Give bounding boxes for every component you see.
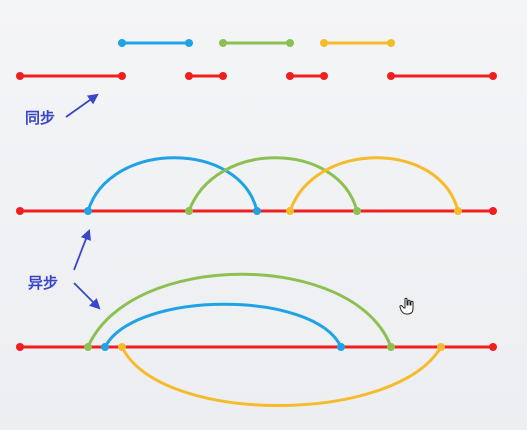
- sync-tasks-row: [118, 39, 395, 47]
- async-label: 异步: [28, 274, 59, 292]
- sync-task-orange: [320, 39, 395, 47]
- async2-arc-green: [86, 272, 393, 348]
- async1-arc-orange: [288, 156, 460, 212]
- async-arrow-down: [73, 282, 101, 310]
- async1-arc-green: [187, 156, 359, 212]
- async1-arc-blue: [86, 156, 259, 212]
- sync-task-blue: [118, 39, 193, 47]
- sync-main-thread: [16, 72, 497, 80]
- sync-task-green: [219, 39, 294, 47]
- sync-label: 同步: [25, 109, 56, 127]
- async2-arc-blue: [103, 302, 343, 348]
- async-row-2: [16, 272, 497, 407]
- async-arrow-up: [73, 228, 91, 271]
- sync-arrow: [65, 93, 99, 118]
- async2-arc-orange: [120, 346, 443, 407]
- async-row-1: [16, 156, 497, 215]
